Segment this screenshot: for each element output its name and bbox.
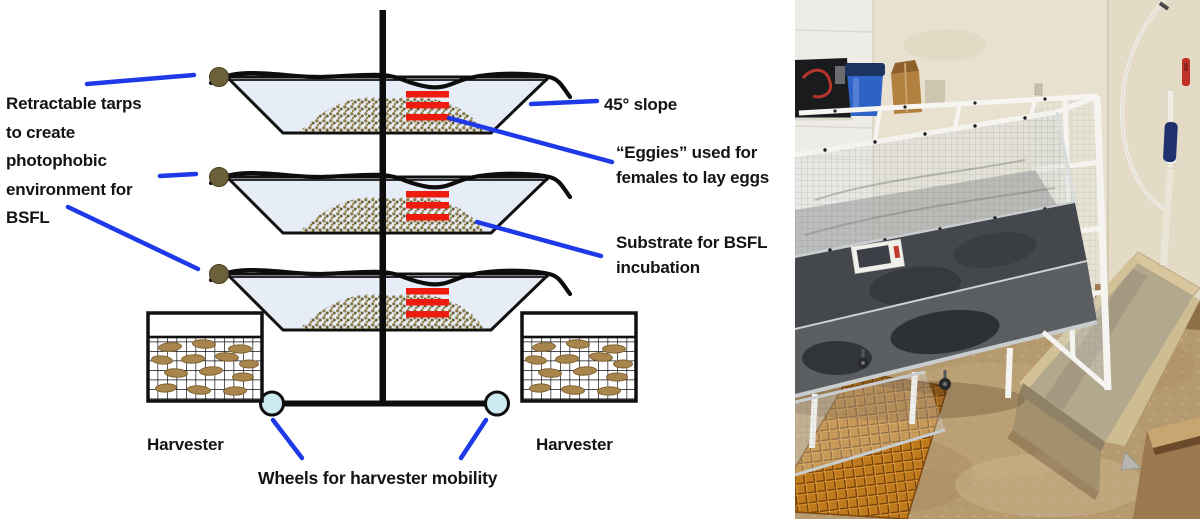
- caster-wheels: [857, 349, 951, 390]
- wall-outlet: [1034, 83, 1043, 96]
- bsfl-system-diagram: Retractable tarps to create photophobic …: [6, 10, 769, 488]
- blue-bucket: [845, 63, 885, 116]
- wall-plumbing: [1120, 0, 1190, 265]
- white-pipe-lower: [1160, 165, 1174, 265]
- wood-steps: [1120, 417, 1200, 519]
- right-wall: [1108, 0, 1200, 300]
- blue-valve-handle: [1163, 121, 1178, 163]
- wheel-right: [484, 390, 510, 417]
- center-pole: [379, 10, 386, 403]
- label-harvester-left: Harvester: [147, 435, 224, 454]
- rearing-room-photo: [765, 0, 1200, 520]
- wheel-axle: [272, 400, 497, 407]
- harvester-bin-left: [146, 311, 264, 403]
- rack-top-rail: [798, 93, 1099, 116]
- rack-front-right-post: [1093, 95, 1112, 391]
- red-cable: [801, 68, 833, 99]
- tray-middle: [210, 168, 571, 234]
- label-substrate: Substrate for BSFL incubation: [616, 233, 768, 277]
- storage-shelf-items: [795, 58, 945, 121]
- photo-drawing: [765, 0, 1200, 520]
- red-wall-item: [1182, 58, 1190, 86]
- manual-on-shelf: [850, 238, 905, 275]
- diagram-drawing: [65, 10, 638, 461]
- tray-top: [210, 68, 571, 134]
- cardboard-box: [891, 60, 922, 114]
- harvester-bin-right: [520, 311, 638, 403]
- callout-lines: [65, 72, 615, 461]
- wall-corner-line: [1107, 0, 1109, 298]
- sloped-mesh-screen: [795, 112, 1075, 257]
- rearing-rack: [794, 93, 1112, 477]
- bottom-mesh: [795, 372, 945, 475]
- label-harvester-right: Harvester: [536, 435, 613, 454]
- label-eggies: “Eggies” used for females to lay eggs: [616, 143, 770, 187]
- label-wheels: Wheels for harvester mobility: [258, 468, 498, 488]
- label-slope: 45° slope: [604, 95, 678, 114]
- label-retractable-tarps: Retractable tarps to create photophobic …: [6, 94, 142, 227]
- mesh-clips: [823, 116, 1047, 252]
- wheel-left: [259, 390, 285, 417]
